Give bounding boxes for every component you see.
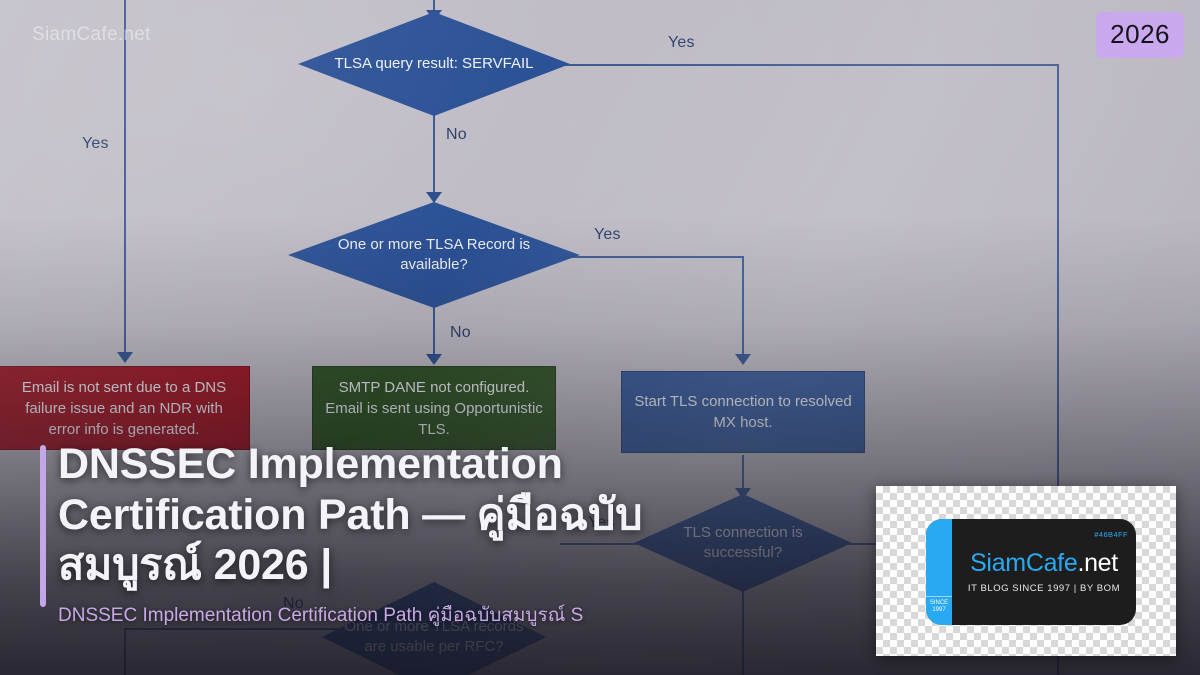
siamcafe-watermark: SiamCafe.net <box>32 24 151 45</box>
connector-servfail-no <box>433 110 435 202</box>
title-block: DNSSEC Implementation Certification Path… <box>40 439 700 629</box>
accent-bar <box>40 445 46 608</box>
connector-tlsok-down <box>742 590 744 675</box>
logo-wordmark-tld: .net <box>1077 548 1118 577</box>
logo-inner: SINCE 1997 #46B4FF SiamCafe.net IT BLOG … <box>926 519 1136 625</box>
terminator-opportunistic-tls[interactable]: SMTP DANE not configured. Email is sent … <box>312 366 556 450</box>
decision-tlsa-record-available-label: One or more TLSA Record is available? <box>337 235 531 273</box>
page-title: DNSSEC Implementation Certification Path… <box>58 440 643 590</box>
connector-servfail-yes-h <box>555 64 1059 66</box>
edge-label-tlsa-no: No <box>450 324 471 341</box>
terminator-opportunistic-tls-label: SMTP DANE not configured. Email is sent … <box>325 378 543 438</box>
edge-label-servfail-yes: Yes <box>668 34 695 51</box>
connector-tlsa-no <box>433 300 435 362</box>
since-label: SINCE <box>929 600 949 607</box>
edge-label-servfail-no: No <box>446 126 467 143</box>
logo-body: #46B4FF SiamCafe.net IT BLOG SINCE 1997 … <box>952 519 1136 625</box>
hex-code-label: #46B4FF <box>1094 530 1128 539</box>
connector-tlsa-yes-h <box>568 256 744 258</box>
since-year: 1997 <box>932 607 946 614</box>
logo-blue-stripe: SINCE 1997 <box>926 519 952 625</box>
logo-tagline: IT BLOG SINCE 1997 | BY BOM <box>967 582 1121 594</box>
process-start-tls-connection-label: Start TLS connection to resolved MX host… <box>634 393 852 431</box>
decision-tlsa-query-servfail-label: TLSA query result: SERVFAIL <box>334 54 534 72</box>
logo-wordmark-primary: SiamCafe <box>970 548 1078 577</box>
arrowhead-servfail-no <box>426 192 442 203</box>
year-badge: 2026 <box>1096 12 1184 58</box>
logo-wordmark: SiamCafe.net <box>970 548 1118 577</box>
connector-tlsa-yes-v <box>742 256 744 362</box>
decision-tlsa-record-available[interactable]: One or more TLSA Record is available? <box>288 202 580 308</box>
edge-label-left-yes: Yes <box>82 135 109 152</box>
decision-tlsa-query-servfail[interactable]: TLSA query result: SERVFAIL <box>298 12 570 116</box>
arrowhead-tlsa-no <box>426 354 442 365</box>
arrowhead-tlsa-yes <box>735 354 751 365</box>
connector-left-branch <box>124 0 126 360</box>
terminator-ndr-generated-label: Email is not sent due to a DNS failure i… <box>21 378 227 438</box>
terminator-ndr-generated[interactable]: Email is not sent due to a DNS failure i… <box>0 366 250 450</box>
connector-bottom-left-v <box>124 628 126 675</box>
arrowhead-left-branch <box>117 352 133 363</box>
page-subtitle: DNSSEC Implementation Certification Path… <box>58 605 584 627</box>
siamcafe-logo-card: SINCE 1997 #46B4FF SiamCafe.net IT BLOG … <box>876 486 1176 656</box>
since-1997-ribbon: SINCE 1997 <box>926 596 952 621</box>
edge-label-tlsa-yes: Yes <box>594 226 621 243</box>
